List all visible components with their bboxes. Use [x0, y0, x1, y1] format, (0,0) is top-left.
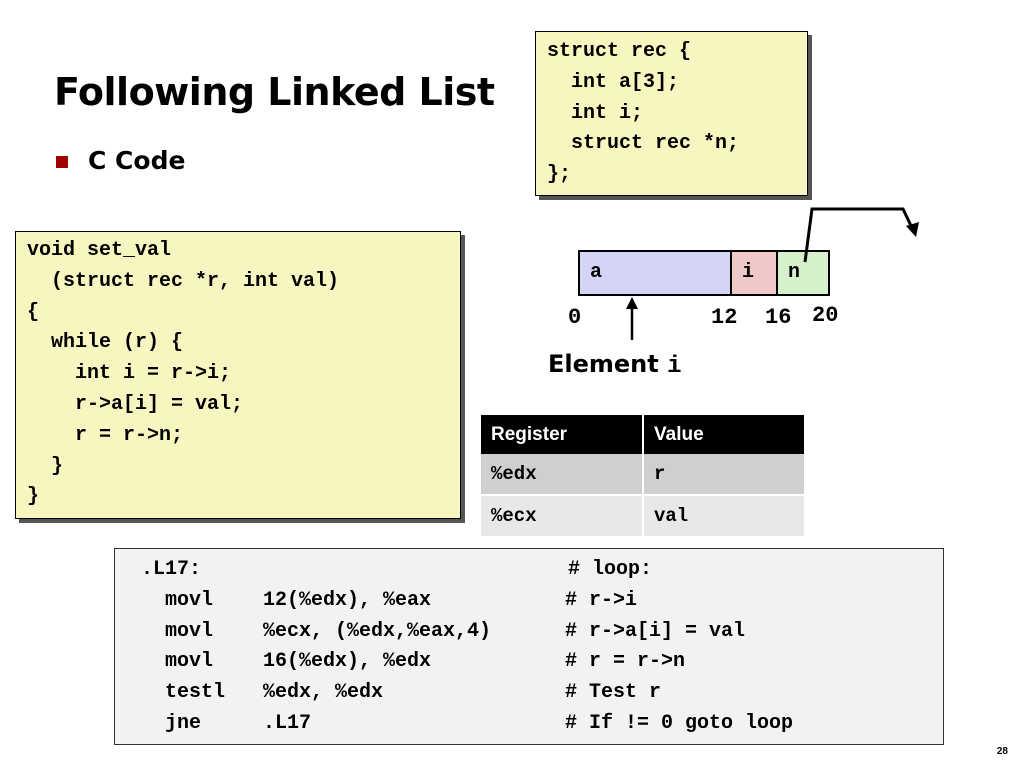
header-register: Register	[481, 415, 643, 454]
struct-code-line: int i;	[547, 101, 644, 125]
asm-comment: # r->a[i] = val	[565, 619, 746, 643]
asm-comment: # r = r->n	[565, 650, 686, 674]
asm-op: jne	[165, 711, 202, 735]
bullet-text: C Code	[88, 146, 186, 175]
offset-label: 0	[568, 305, 582, 330]
function-code-line: void set_val	[27, 239, 172, 262]
table-row: %edx r	[481, 454, 804, 496]
struct-layout-diagram: a i n	[578, 250, 830, 296]
offset-label: 20	[812, 303, 839, 328]
asm-args: %edx, %edx	[263, 681, 384, 705]
offset-label: 12	[711, 305, 738, 330]
header-value: Value	[642, 415, 804, 454]
bullet-square-icon	[56, 155, 68, 168]
function-code-line: }	[27, 485, 40, 509]
field-cell-n: n	[778, 252, 828, 294]
assembly-line: movl %ecx, (%edx,%eax,4) # r->a[i] = val	[141, 617, 943, 648]
function-code-line: r = r->n;	[27, 423, 184, 447]
assembly-code-box: .L17: # loop: movl 12(%edx), %eax # r->i mo…	[114, 548, 944, 745]
asm-args: .L17	[263, 711, 312, 735]
struct-code-line: struct rec {	[547, 40, 692, 63]
asm-op: movl	[165, 619, 214, 643]
register-cell: %edx	[481, 454, 643, 496]
element-label-var: i	[667, 353, 682, 380]
offset-label: 16	[765, 305, 792, 330]
struct-code-line: struct rec *n;	[547, 132, 740, 156]
function-code-line: }	[27, 454, 64, 478]
struct-code-line: };	[547, 163, 572, 187]
value-cell: r	[642, 454, 804, 496]
assembly-label-line: .L17: # loop:	[141, 555, 943, 586]
element-i-label: Element i	[548, 350, 682, 380]
bullet-c-code: C Code	[56, 146, 185, 175]
register-table-header: Register Value	[481, 415, 804, 454]
assembly-line: movl 12(%edx), %eax # r->i	[141, 586, 943, 617]
function-code-line: while (r) {	[27, 331, 184, 355]
page-number: 28	[996, 746, 1008, 757]
asm-comment: # Test r	[565, 681, 662, 705]
field-cell-i: i	[732, 252, 778, 294]
register-table: Register Value %edx r %ecx val	[481, 415, 804, 536]
assembly-line: movl 16(%edx), %edx # r = r->n	[141, 647, 943, 678]
assembly-line: jne .L17 # If != 0 goto loop	[141, 709, 943, 740]
field-cell-a: a	[580, 252, 732, 294]
asm-op: testl	[165, 681, 226, 705]
function-code-line: {	[27, 300, 40, 324]
element-label-text: Element	[548, 350, 668, 378]
asm-comment: # r->i	[565, 588, 638, 612]
asm-args: 12(%edx), %eax	[263, 588, 432, 612]
asm-label: .L17:	[141, 558, 202, 581]
register-cell: %ecx	[481, 495, 643, 536]
asm-args: 16(%edx), %edx	[263, 650, 432, 674]
asm-comment: # If != 0 goto loop	[565, 711, 794, 735]
assembly-line: testl %edx, %edx # Test r	[141, 678, 943, 709]
element-i-arrowhead	[626, 297, 638, 309]
function-code-line: r->a[i] = val;	[27, 392, 244, 416]
function-code-line: (struct rec *r, int val)	[27, 269, 340, 293]
asm-comment: # loop:	[568, 558, 653, 581]
function-code-line: int i = r->i;	[27, 362, 232, 386]
struct-definition-box: struct rec { int a[3]; int i; struct rec…	[535, 31, 808, 196]
asm-op: movl	[165, 650, 214, 674]
asm-op: movl	[165, 588, 214, 612]
slide-title: Following Linked List	[54, 70, 495, 114]
value-cell: val	[642, 495, 804, 536]
function-code-box: void set_val (struct rec *r, int val) { …	[15, 231, 461, 519]
struct-code-line: int a[3];	[547, 70, 680, 94]
table-row: %ecx val	[481, 495, 804, 536]
next-pointer-arrowhead	[906, 222, 919, 237]
asm-args: %ecx, (%edx,%eax,4)	[263, 619, 492, 643]
